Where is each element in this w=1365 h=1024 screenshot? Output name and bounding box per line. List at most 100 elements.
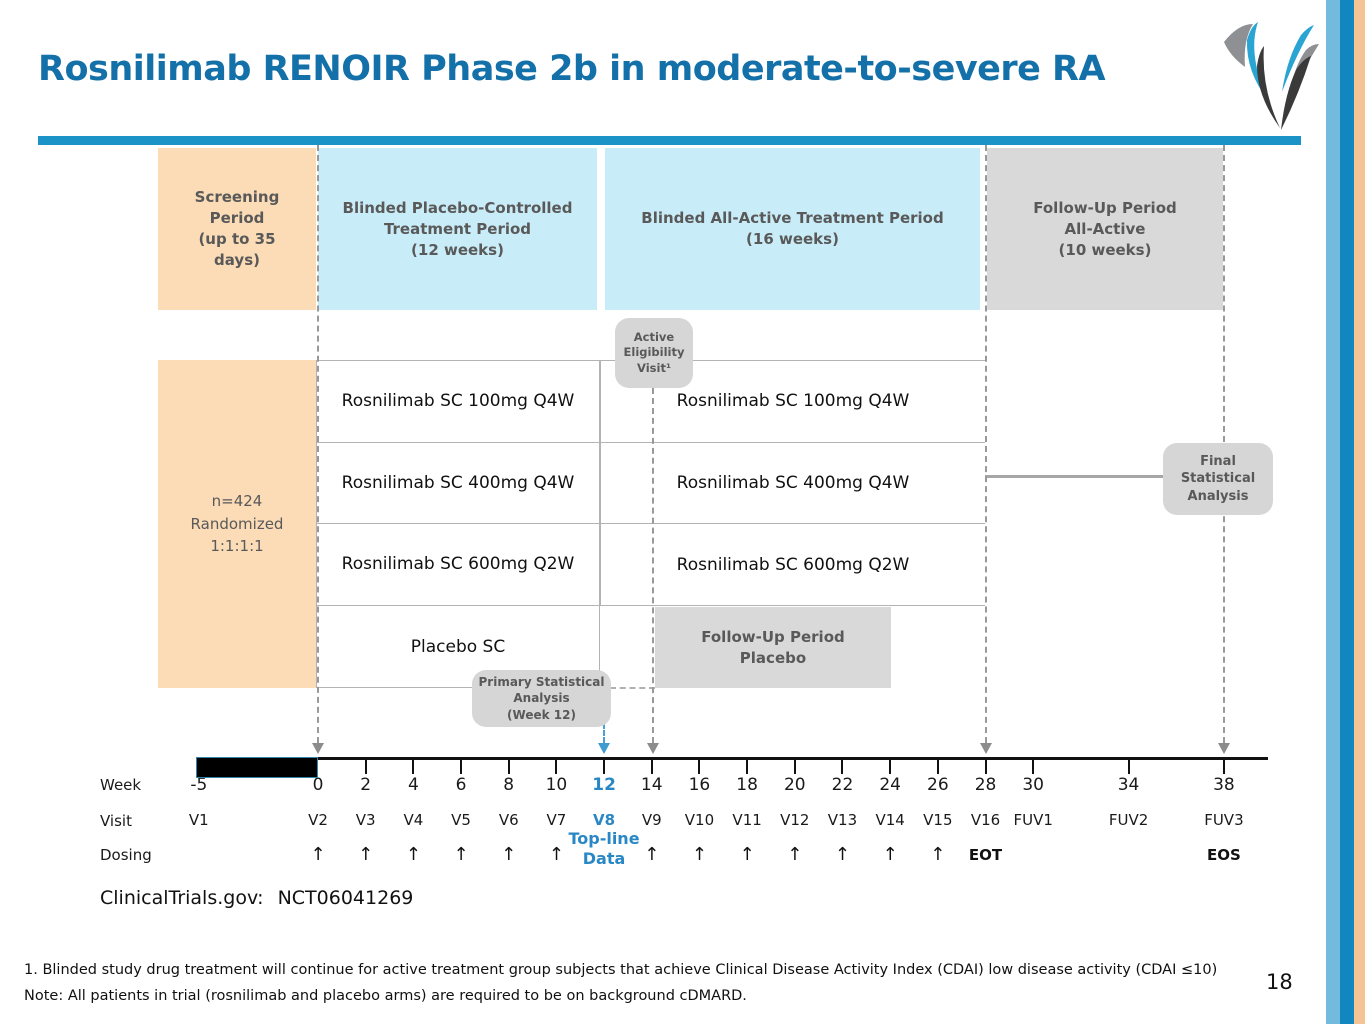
tick-week-30 <box>1032 760 1035 774</box>
arm-row-right-3: Rosnilimab SC 600mg Q2W <box>676 554 910 575</box>
week-label-14: 14 <box>640 775 663 795</box>
dosing-arrow-icon-week-4: ↑ <box>405 844 421 865</box>
week-label-16: 16 <box>688 775 711 795</box>
visit-row-label: Visit <box>100 812 132 830</box>
visit-label-V4: V4 <box>403 811 424 829</box>
footnote-2: Note: All patients in trial (rosnilimab … <box>24 988 747 1004</box>
week-label-30: 30 <box>1022 775 1045 795</box>
week-label-28: 28 <box>974 775 997 795</box>
visit-label-V16: V16 <box>970 811 1001 829</box>
tick-week-38 <box>1222 760 1225 774</box>
visit-label-V11: V11 <box>732 811 762 829</box>
week-label-18: 18 <box>736 775 758 795</box>
period-box-followup-all-active: Follow-Up Period All-Active (10 weeks) <box>987 148 1223 310</box>
visit-label-V1: V1 <box>188 811 209 829</box>
final-analysis-connector-line <box>985 475 1163 478</box>
dosing-arrow-icon-week-18: ↑ <box>739 844 755 865</box>
callout-final-statistical-analysis: Final Statistical Analysis <box>1163 443 1273 515</box>
week-label-10: 10 <box>545 775 568 795</box>
logo-swoosh-dark-right <box>1281 56 1311 130</box>
guide-line-week12-topline <box>603 723 605 743</box>
placebo-dashed-connector <box>610 687 655 689</box>
screening-period-bar <box>196 757 318 778</box>
period-box-all-active: Blinded All-Active Treatment Period (16 … <box>605 148 980 310</box>
arm-row-right-2: Rosnilimab SC 400mg Q4W <box>601 443 985 525</box>
period-box-screening: Screening Period (up to 35 days) <box>158 148 316 310</box>
week-label-34: 34 <box>1117 775 1140 795</box>
edge-stripe-darkblue <box>1340 0 1354 1024</box>
down-arrow-week14-icon <box>647 743 659 754</box>
tick-week-28 <box>984 760 987 774</box>
logo-swoosh-dark-left <box>1257 46 1280 128</box>
visit-label-V3: V3 <box>355 811 376 829</box>
dosing-arrow-icon-week-10: ↑ <box>548 844 564 865</box>
tick-week-14 <box>650 760 653 774</box>
dosing-arrow-icon-week-22: ↑ <box>834 844 851 865</box>
tick-week-12 <box>603 760 606 774</box>
tick-week-8 <box>507 760 510 774</box>
arm-row-right-1: Rosnilimab SC 100mg Q4W <box>601 361 985 443</box>
clinicaltrials-registry-line: ClinicalTrials.gov:NCT06041269 <box>100 887 413 909</box>
callout-primary-statistical-analysis: Primary Statistical Analysis (Week 12) <box>472 670 611 727</box>
guide-line-week0 <box>317 145 319 743</box>
week-label-8: 8 <box>503 775 515 795</box>
tick-week-22 <box>841 760 844 774</box>
arm-row-left-3: Rosnilimab SC 600mg Q2W <box>317 524 599 606</box>
tick-week-34 <box>1127 760 1130 774</box>
edge-stripe-lightblue <box>1326 0 1340 1024</box>
dosing-arrow-icon-week-2: ↑ <box>358 844 374 865</box>
week-label-22: 22 <box>831 775 854 795</box>
registry-label: ClinicalTrials.gov: <box>100 887 264 909</box>
visit-label-V15: V15 <box>923 811 953 829</box>
dosing-eot-label: EOT <box>968 846 1003 864</box>
down-arrow-week38-icon <box>1218 743 1230 754</box>
page-number: 18 <box>1266 970 1293 994</box>
dosing-arrow-icon-week-6: ↑ <box>453 844 469 865</box>
visit-label-FUV2: FUV2 <box>1108 811 1149 829</box>
page-title: Rosnilimab RENOIR Phase 2b in moderate-t… <box>38 49 1106 89</box>
visit-label-V5: V5 <box>451 811 471 829</box>
week-label-26: 26 <box>927 775 949 795</box>
tick-week-10 <box>555 760 558 774</box>
dosing-arrow-icon-week-0: ↑ <box>310 844 326 865</box>
topline-data-label: Top-line Data <box>568 829 640 869</box>
dosing-arrow-icon-week-8: ↑ <box>501 844 517 865</box>
tick-week-4 <box>412 760 415 774</box>
logo-swoosh-blue-left <box>1246 22 1268 100</box>
anaptysbio-logo <box>1224 22 1319 130</box>
tick-week-6 <box>460 760 463 774</box>
period-box-placebo-controlled: Blinded Placebo-Controlled Treatment Per… <box>318 148 597 310</box>
followup-placebo-box: Follow-Up Period Placebo <box>655 607 891 688</box>
visit-label-V7: V7 <box>546 811 567 829</box>
down-arrow-week28-icon <box>980 743 992 754</box>
visit-label-V2: V2 <box>308 811 328 829</box>
visit-label-V13: V13 <box>827 811 858 829</box>
arm-row-left-4: Placebo SC <box>410 636 506 657</box>
visit-label-V8: V8 <box>593 811 616 829</box>
visit-label-V9: V9 <box>641 811 662 829</box>
tick-week-16 <box>698 760 701 774</box>
dosing-arrow-icon-week-14: ↑ <box>644 844 660 865</box>
dosing-arrow-icon-week-20: ↑ <box>787 844 803 865</box>
week-row-label: Week <box>100 776 142 794</box>
week-label-6: 6 <box>455 775 467 795</box>
edge-stripe-orange <box>1354 0 1365 1024</box>
week-label-12: 12 <box>592 775 616 795</box>
dosing-arrow-icon-week-16: ↑ <box>691 844 707 865</box>
week-label--5: -5 <box>190 775 208 795</box>
down-arrow-week0-icon <box>312 743 324 754</box>
down-arrow-topline-icon <box>598 743 610 754</box>
dosing-eos-label: EOS <box>1207 846 1241 864</box>
week-label-38: 38 <box>1213 775 1235 795</box>
week-label-4: 4 <box>407 775 419 795</box>
visit-label-FUV1: FUV1 <box>1013 811 1053 829</box>
guide-line-week14 <box>652 388 654 743</box>
tick-week-2 <box>364 760 367 774</box>
callout-active-eligibility-visit: Active Eligibility Visit¹ <box>615 318 693 388</box>
randomization-box: n=424 Randomized 1:1:1:1 <box>158 360 316 688</box>
week-label-20: 20 <box>783 775 806 795</box>
header-divider-bar <box>38 136 1301 145</box>
